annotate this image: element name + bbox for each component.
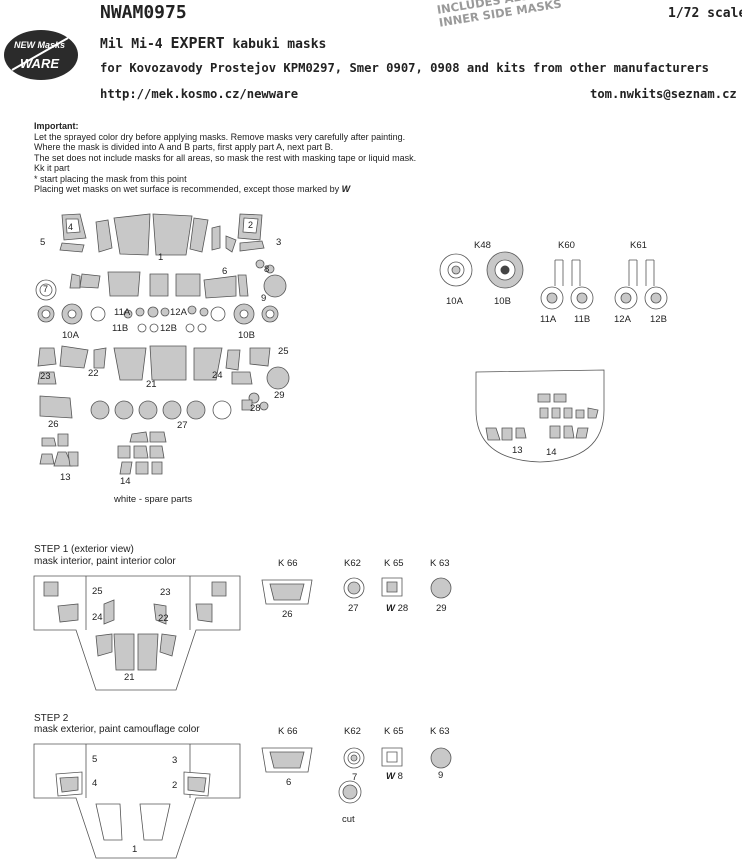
step1-part-26: 26 (282, 609, 293, 620)
part-label-22: 22 (88, 368, 99, 379)
spare-parts-note: white - spare parts (114, 494, 193, 505)
step2-part-6: 6 (286, 777, 292, 788)
website-link[interactable]: http://mek.kosmo.cz/newware (100, 87, 299, 101)
step2-label-5: 5 (92, 754, 98, 765)
step1-part-29: 29 (436, 603, 447, 614)
wet-symbol: W (386, 603, 395, 614)
instructions: Important: Let the sprayed color dry bef… (34, 121, 416, 195)
new-ware-logo: NEW Masks WARE (2, 26, 80, 84)
part-label-12b: 12B (160, 323, 177, 334)
part-label-2: 2 (248, 220, 254, 230)
kit-label-k61: K61 (630, 240, 647, 251)
step1-part-28: W 28 (386, 603, 409, 614)
part-label-23: 23 (40, 371, 51, 382)
instruction-line: * start placing the mask from this point (34, 173, 187, 184)
step1-title: STEP 1 (exterior view) (34, 544, 134, 555)
part-label-14: 14 (120, 476, 131, 487)
logo-text-bottom: WARE (20, 56, 59, 71)
step1-kit-k62: K62 (344, 558, 361, 569)
step2-label-2: 2 (172, 780, 178, 791)
instruction-line: Let the sprayed color dry before applyin… (34, 131, 406, 142)
step2-part-8: W 8 (386, 771, 403, 782)
instruction-line: Kk it part (34, 163, 70, 173)
step2-subtitle: mask exterior, paint camouflage color (34, 724, 200, 735)
kit-part-11b: 11B (574, 314, 591, 325)
logo-graphic (4, 30, 78, 80)
kit-part-10a: 10A (446, 296, 463, 307)
kit-part-10b: 10B (494, 296, 511, 307)
title-prefix: Mil Mi-4 (100, 37, 163, 52)
kit-part-11a: 11A (540, 314, 557, 325)
part-label-27: 27 (177, 420, 188, 431)
part-label-1: 1 (158, 252, 164, 263)
title-expert: EXPERT (170, 34, 225, 52)
part-label-12a: 12A (170, 307, 187, 318)
step2-cut-label: cut (342, 814, 355, 825)
step1-label-24: 24 (92, 612, 103, 623)
part-label-3: 3 (276, 237, 282, 248)
part-label-10a: 10A (62, 330, 79, 341)
part-label-29: 29 (274, 390, 285, 401)
wet-symbol: W (341, 184, 351, 194)
step2-label-4: 4 (92, 778, 98, 789)
part-label-6: 6 (222, 266, 228, 277)
logo-text-top: NEW Masks (14, 40, 66, 50)
title-suffix: kabuki masks (232, 37, 327, 52)
product-title: Mil Mi-4 EXPERT kabuki masks (100, 34, 326, 52)
instruction-line: Placing wet masks on wet surface is reco… (34, 184, 351, 194)
kit-part-12b: 12B (650, 314, 667, 325)
compatibility-line: for Kovozavody Prostejov KPM0297, Smer 0… (100, 61, 710, 75)
part-label-26: 26 (48, 419, 59, 430)
product-code: NWAM0975 (100, 2, 187, 23)
step2-title: STEP 2 (34, 713, 69, 724)
part-label-11b: 11B (112, 323, 129, 334)
scale-label: 1/72 scale (668, 6, 742, 21)
part-label-5: 5 (40, 237, 46, 248)
part-label-9: 9 (261, 293, 267, 304)
step2-label-3: 3 (172, 755, 178, 766)
part-label-7: 7 (43, 284, 49, 294)
email-link[interactable]: tom.nwkits@seznam.cz (590, 87, 737, 101)
wet-symbol: W (386, 771, 395, 782)
kit-part-14: 14 (546, 447, 557, 458)
instructions-heading: Important: (34, 121, 79, 131)
step1-label-22: 22 (158, 613, 169, 624)
step1-kit-k66: K 66 (278, 558, 298, 569)
part-label-8: 8 (264, 264, 270, 275)
step1-label-25: 25 (92, 586, 103, 597)
step2-label-1: 1 (132, 844, 138, 855)
instruction-line: Where the mask is divided into A and B p… (34, 142, 334, 152)
step1-part-27: 27 (348, 603, 359, 614)
part-label-13: 13 (60, 472, 71, 483)
kit-label-k48: K48 (474, 240, 491, 251)
part-label-11a: 11A (114, 307, 131, 318)
instruction-line: The set does not include masks for all a… (34, 152, 417, 163)
kit-label-k60: K60 (558, 240, 575, 251)
step2-part-9: 9 (438, 770, 444, 781)
step1-kit-k65: K 65 (384, 558, 404, 569)
part-label-25: 25 (278, 346, 289, 357)
part-label-21: 21 (146, 379, 157, 390)
part-label-10b: 10B (238, 330, 255, 341)
step1-subtitle: mask interior, paint interior color (34, 556, 176, 567)
step1-label-21: 21 (124, 672, 135, 683)
step1-label-23: 23 (160, 587, 171, 598)
step2-kit-k66: K 66 (278, 726, 298, 737)
part-label-4: 4 (68, 222, 74, 232)
part-label-24: 24 (212, 370, 223, 381)
kit-part-13: 13 (512, 445, 523, 456)
part-label-28: 28 (250, 403, 261, 414)
step2-kit-k62: K62 (344, 726, 361, 737)
step2-kit-k65: K 65 (384, 726, 404, 737)
kit-part-12a: 12A (614, 314, 631, 325)
step1-kit-k63: K 63 (430, 558, 450, 569)
step2-part-7: 7 (352, 772, 358, 783)
step2-kit-k63: K 63 (430, 726, 450, 737)
